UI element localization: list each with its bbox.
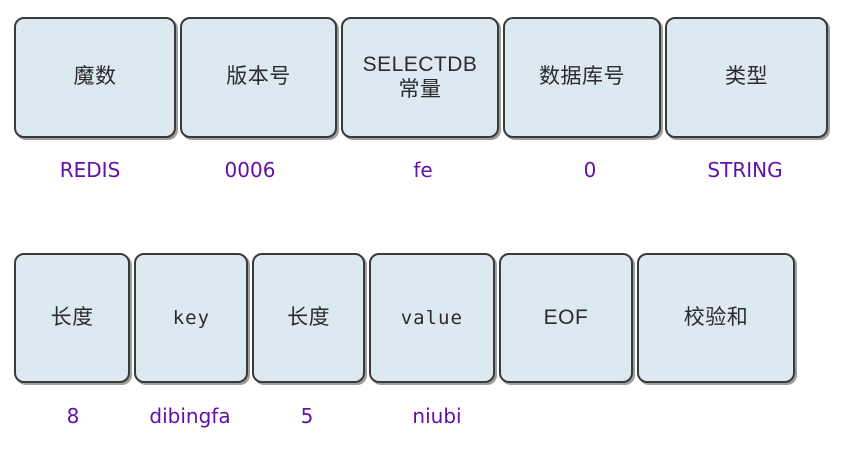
rdb-body-annotations: 8 dibingfa 5 niubi xyxy=(0,402,847,436)
field-label: 长度 xyxy=(50,305,94,329)
field-box-selectdb-constant: SELECTDB 常量 xyxy=(341,17,499,138)
annotation-key: dibingfa xyxy=(149,404,231,428)
field-label: EOF xyxy=(543,305,589,329)
field-box-checksum: 校验和 xyxy=(637,253,795,383)
field-label: 魔数 xyxy=(73,65,117,89)
annotation-database-number: 0 xyxy=(583,158,597,182)
field-box-value: value xyxy=(368,253,495,383)
field-box-key-length: 长度 xyxy=(14,253,131,383)
field-box-eof: EOF xyxy=(498,253,634,383)
rdb-header-row: 魔数 版本号 SELECTDB 常量 数据库号 类型 xyxy=(14,17,828,138)
field-box-key: key xyxy=(134,253,249,383)
annotation-version: 0006 xyxy=(224,158,276,182)
annotation-value: niubi xyxy=(412,404,462,428)
field-box-value-length: 长度 xyxy=(252,253,365,383)
rdb-body-row: 长度 key 长度 value EOF 校验和 xyxy=(14,253,795,383)
field-box-database-number: 数据库号 xyxy=(503,17,661,138)
field-label: 类型 xyxy=(725,65,768,89)
field-label: SELECTDB 常量 xyxy=(362,52,478,101)
annotation-selectdb-constant: fe xyxy=(413,158,433,182)
annotation-type: STRING xyxy=(707,158,783,182)
annotation-value-length: 5 xyxy=(300,404,314,428)
field-box-magic-number: 魔数 xyxy=(14,17,176,138)
rdb-header-annotations: REDIS 0006 fe 0 STRING xyxy=(0,156,847,190)
field-label: value xyxy=(400,306,463,329)
field-label: 校验和 xyxy=(683,305,749,329)
field-label: 版本号 xyxy=(226,65,291,89)
annotation-magic-number: REDIS xyxy=(59,158,121,182)
annotation-key-length: 8 xyxy=(66,404,80,428)
field-box-type: 类型 xyxy=(665,17,828,138)
field-label: key xyxy=(172,306,211,329)
field-label: 长度 xyxy=(287,305,331,329)
field-box-version: 版本号 xyxy=(180,17,337,138)
field-label: 数据库号 xyxy=(539,65,625,89)
